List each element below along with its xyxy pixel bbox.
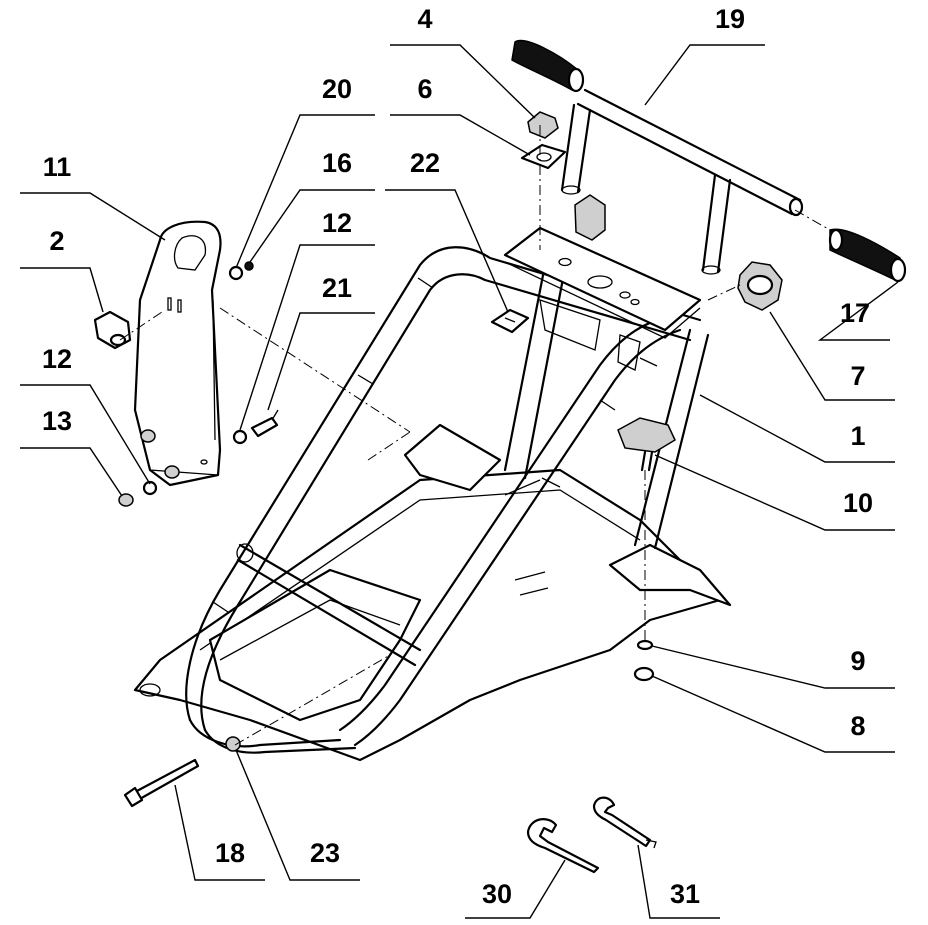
part-labels: 4 19 20 6 16 11 22 12 2 21 17 12 7 13 1 … <box>42 4 873 909</box>
label-11: 11 <box>43 152 72 182</box>
bolt-21 <box>250 409 279 438</box>
label-4: 4 <box>417 4 432 34</box>
label-16: 16 <box>322 148 352 178</box>
alignment-lines <box>119 125 831 746</box>
label-17: 17 <box>840 298 870 328</box>
washer-12b <box>142 480 158 496</box>
label-12-upper: 12 <box>322 208 352 238</box>
right-grip <box>828 228 907 283</box>
label-2: 2 <box>49 226 64 256</box>
wrench-30 <box>526 818 600 874</box>
knob-frame <box>574 194 606 241</box>
label-22: 22 <box>410 148 440 178</box>
nut-on-plate-a <box>140 429 156 443</box>
label-7: 7 <box>850 361 865 391</box>
label-30: 30 <box>482 879 512 909</box>
plate-6 <box>520 143 567 170</box>
knob-7 <box>737 261 783 311</box>
clip-22 <box>490 308 530 334</box>
bracket-2 <box>93 310 132 350</box>
handlebar <box>511 39 804 275</box>
label-12-lower: 12 <box>42 344 72 374</box>
nut-13 <box>118 493 134 507</box>
nut-8 <box>633 666 655 682</box>
side-plate-11 <box>133 220 222 487</box>
nut-16 <box>244 261 254 271</box>
label-9: 9 <box>850 646 865 676</box>
main-frame <box>133 226 732 762</box>
label-31: 31 <box>670 879 700 909</box>
nut-on-plate-b <box>164 465 180 479</box>
nut-23 <box>225 736 241 752</box>
label-8: 8 <box>850 711 865 741</box>
label-21: 21 <box>322 273 352 303</box>
thumb-nut-4 <box>527 111 559 139</box>
washer-12a <box>232 429 248 445</box>
leader-lines <box>20 44 899 919</box>
wrench-31 <box>592 796 657 849</box>
label-10: 10 <box>843 488 873 518</box>
knob-10 <box>617 417 676 472</box>
label-6: 6 <box>417 74 432 104</box>
washer-9 <box>636 639 654 651</box>
washer-20 <box>228 265 244 281</box>
label-19: 19 <box>715 4 745 34</box>
label-23: 23 <box>310 838 340 868</box>
label-1: 1 <box>850 421 865 451</box>
long-bolt-18 <box>123 758 200 808</box>
label-18: 18 <box>215 838 245 868</box>
label-13: 13 <box>42 406 72 436</box>
label-20: 20 <box>322 74 352 104</box>
